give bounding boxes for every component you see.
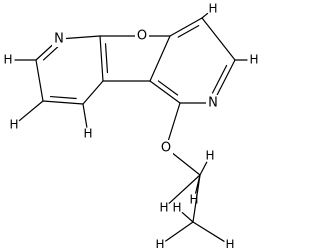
hydrogen-label-right: H xyxy=(249,53,258,67)
ether-oxygen-label: O xyxy=(161,141,171,156)
hydrogen-bond-9 xyxy=(181,212,194,223)
hydrogen-bond-5 xyxy=(199,161,208,176)
hydrogen-label-top: H xyxy=(208,2,217,16)
bond-C2-C3 xyxy=(35,59,44,102)
pyridine-nitrogen-left-label: N xyxy=(54,32,64,47)
bond-C9a-C1 xyxy=(169,17,203,37)
bond-C5-C5a xyxy=(149,80,181,104)
bond-C3-C4 xyxy=(42,100,84,105)
hydrogen-label-methyl-right: H xyxy=(225,238,234,248)
bond-C5a-C9a xyxy=(149,35,171,82)
bond-layer xyxy=(14,12,248,242)
hydrogen-label-ethyl-ch2-left: H xyxy=(159,201,168,215)
bond-C3-C4-inner xyxy=(49,95,77,100)
hydrogen-bond-3 xyxy=(82,103,88,128)
hydrogen-label-methyl-top: H xyxy=(172,201,181,215)
structure-diagram: O N N O H H H H H H H H H H H xyxy=(3,2,258,248)
hydrogen-bond-10 xyxy=(192,221,225,242)
pyridine-nitrogen-right-label: N xyxy=(208,96,218,111)
bond-C5-C5a-inner xyxy=(157,80,179,96)
label-layer: O N N O H H H H H H H H H H H xyxy=(3,2,258,248)
bond-N1-C2-inner xyxy=(42,45,59,61)
hydrogen-label-left-upper: H xyxy=(3,53,12,67)
hydrogen-bond-2 xyxy=(18,100,44,122)
hydrogen-bond-6 xyxy=(195,174,201,194)
hydrogen-label-ethyl-ch2-top: H xyxy=(205,149,214,163)
bond-C2r-N2-inner xyxy=(211,64,228,94)
hydrogen-label-bottom-left: H xyxy=(83,127,92,141)
bond-C4-C4a xyxy=(82,80,104,105)
bond-C1-C2r xyxy=(201,17,236,61)
bond-C4a-C8a xyxy=(99,35,104,82)
bond-C4a-C8a-inner xyxy=(104,43,109,74)
bond-CH2-CH3 xyxy=(192,174,201,223)
hydrogen-label-methyl-left: H xyxy=(155,238,164,248)
ring-oxygen-label: O xyxy=(137,29,147,44)
hydrogen-bond-7 xyxy=(168,174,201,204)
hydrogen-bond-0 xyxy=(201,12,209,19)
hydrogen-label-left-lower: H xyxy=(9,118,18,132)
bond-C9a-C1-inner xyxy=(177,24,200,38)
hydrogen-label-ethyl-ch2-right: H xyxy=(189,193,198,207)
hydrogen-bond-8 xyxy=(165,221,194,242)
